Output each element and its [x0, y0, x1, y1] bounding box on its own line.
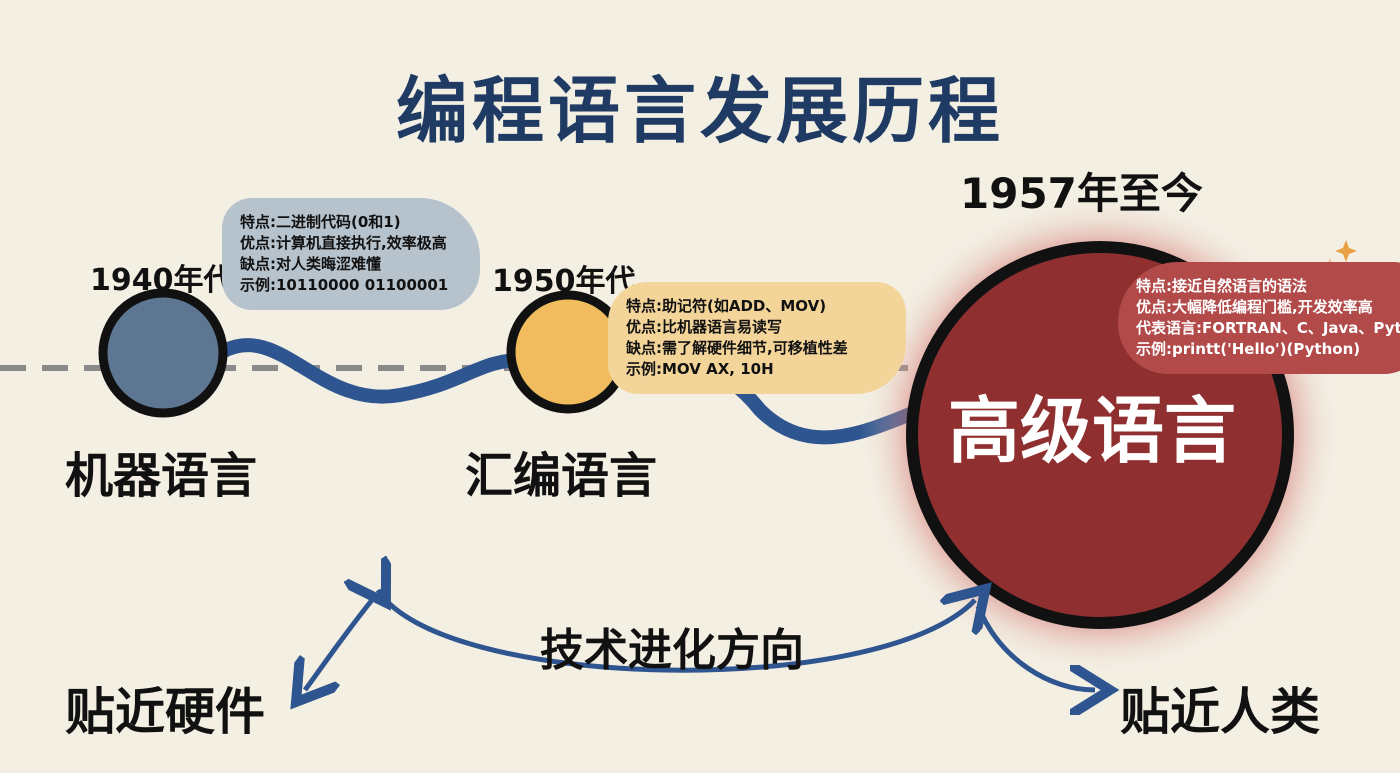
detail-line: 代表语言:FORTRAN、C、Java、Python	[1136, 319, 1400, 337]
stage-name: 汇编语言	[465, 448, 658, 504]
detail-line: 优点:大幅降低编程门槛,开发效率高	[1136, 298, 1373, 316]
detail-line: 特点:接近自然语言的语法	[1136, 277, 1307, 295]
details-bubble: 特点:助记符(如ADD、MOV) 优点:比机器语言易读写 缺点:需了解硬件细节,…	[608, 282, 906, 394]
detail-line: 缺点:对人类晦涩难懂	[240, 255, 381, 273]
hardware-label: 贴近硬件	[65, 683, 265, 741]
detail-line: 示例:10110000 01100001	[240, 276, 449, 294]
detail-line: 特点:助记符(如ADD、MOV)	[626, 297, 827, 315]
detail-line: 示例:printt('Hello')(Python)	[1136, 340, 1361, 358]
evolution-arc	[378, 590, 975, 673]
direction-label: 技术进化方向	[540, 625, 804, 676]
detail-line: 缺点:需了解硬件细节,可移植性差	[626, 339, 848, 357]
stage-name: 高级语言	[948, 389, 1237, 473]
sparkle-icon	[1335, 240, 1357, 262]
detail-line: 优点:比机器语言易读写	[626, 318, 782, 336]
era-label: 1940年代	[90, 263, 234, 298]
era-label: 1957年至今	[960, 169, 1203, 218]
details-bubble: 特点:接近自然语言的语法 优点:大幅降低编程门槛,开发效率高 代表语言:FORT…	[1118, 262, 1400, 374]
detail-line: 示例:MOV AX, 10H	[626, 360, 774, 378]
era-label: 1950年代	[492, 264, 636, 299]
details-bubble: 特点:二进制代码(0和1) 优点:计算机直接执行,效率极高 缺点:对人类晦涩难懂…	[222, 198, 480, 310]
arrow-to-human	[975, 605, 1095, 690]
detail-line: 优点:计算机直接执行,效率极高	[240, 234, 447, 252]
stage-name: 机器语言	[65, 448, 258, 504]
machine-language-circle	[98, 288, 228, 418]
human-label: 贴近人类	[1120, 683, 1320, 741]
arrow-to-hardware	[305, 598, 374, 690]
detail-line: 特点:二进制代码(0和1)	[240, 213, 401, 231]
page-title: 编程语言发展历程	[395, 69, 1004, 153]
